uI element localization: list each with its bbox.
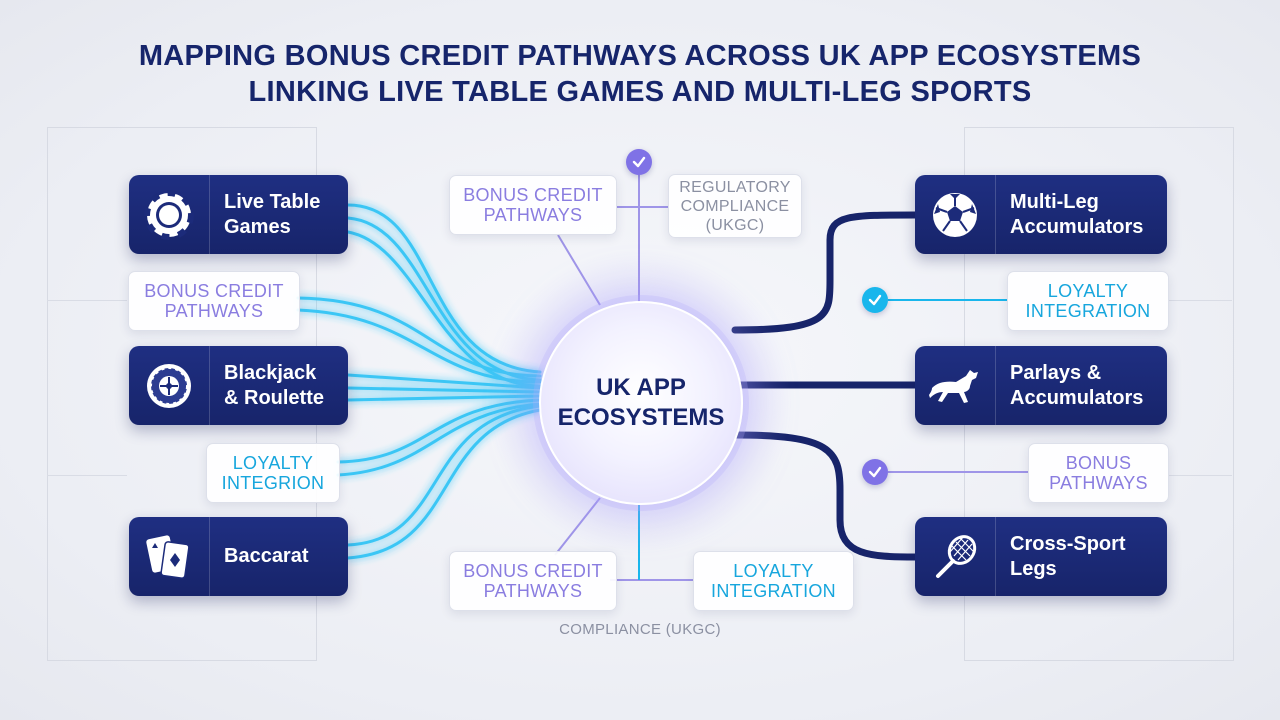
racehorse-icon (915, 346, 996, 425)
tag-bonus-credit-pathways-left: BONUS CREDIT PATHWAYS (128, 271, 300, 331)
footer-compliance: COMPLIANCE (UKGC) (559, 621, 721, 638)
casino-chip-icon (129, 175, 210, 254)
tag-loyalty-integration-bottom: LOYALTY INTEGRATION (693, 551, 854, 611)
check-icon-right-loyalty (862, 287, 888, 313)
tag-loyalty-integration-right: LOYALTY INTEGRATION (1007, 271, 1169, 331)
tag-bonus-pathways-right: BONUS PATHWAYS (1028, 443, 1169, 503)
glow-line-baccarat-1 (346, 404, 542, 547)
tennis-racket-icon (915, 517, 996, 596)
left-frame-divider (47, 475, 127, 476)
tag-bonus-credit-pathways-bottom: BONUS CREDIT PATHWAYS (449, 551, 617, 611)
navy-line-cross-sport (731, 431, 919, 561)
navy-line-multi-leg (731, 211, 919, 334)
title-line-1: MAPPING BONUS CREDIT PATHWAYS ACROSS UK … (138, 40, 1142, 72)
glow-line-bonus-tag-2 (296, 308, 542, 384)
node-label: Parlays & Accumulators (1010, 361, 1144, 409)
node-cross-sport-legs: Cross-Sport Legs (915, 517, 1167, 596)
hub-uk-app-ecosystems: UK APP ECOSYSTEMS (539, 301, 743, 505)
roulette-wheel-icon (129, 346, 210, 425)
title-line-2: LINKING LIVE TABLE GAMES AND MULTI-LEG S… (248, 76, 1032, 108)
tag-bonus-credit-pathways-top: BONUS CREDIT PATHWAYS (449, 175, 617, 235)
node-parlays-accumulators: Parlays & Accumulators (915, 346, 1167, 425)
glow-line-blackjack-2 (346, 386, 542, 394)
glow-line-bonus-tag (296, 296, 542, 378)
node-blackjack-roulette: Blackjack & Roulette (129, 346, 348, 425)
left-frame-divider (47, 300, 127, 301)
glow-line-blackjack-1 (346, 373, 542, 390)
node-label: Cross-Sport Legs (1010, 532, 1126, 580)
right-frame-divider (1168, 475, 1232, 476)
node-label: Live Table Games (224, 190, 321, 238)
node-baccarat: Baccarat (129, 517, 348, 596)
glow-line-live-table-1 (346, 203, 542, 374)
glow-line-baccarat-2 (346, 408, 542, 560)
glow-line-loyalty-tag (336, 398, 542, 464)
diagram-title: MAPPING BONUS CREDIT PATHWAYS ACROSS UK … (0, 38, 1280, 110)
glow-line-blackjack-3 (346, 394, 542, 402)
node-live-table-games: Live Table Games (129, 175, 348, 254)
line-top-bonus (557, 234, 601, 306)
node-multi-leg-accumulators: Multi-Leg Accumulators (915, 175, 1167, 254)
tag-loyalty-integrion-left: LOYALTY INTEGRION (206, 443, 340, 503)
tag-regulatory-compliance: REGULATORY COMPLIANCE (UKGC) (668, 174, 802, 238)
node-label: Blackjack & Roulette (224, 361, 324, 409)
playing-cards-icon (129, 517, 210, 596)
check-icon-right-bonus (862, 459, 888, 485)
right-frame-divider (1168, 300, 1232, 301)
hub-label: UK APP ECOSYSTEMS (557, 374, 725, 431)
line-bottom-bonus (554, 497, 601, 556)
check-icon-top (626, 149, 652, 175)
soccer-ball-icon (915, 175, 996, 254)
glow-line-loyalty-tag-2 (336, 402, 542, 477)
node-label: Baccarat (224, 545, 309, 567)
node-label: Multi-Leg Accumulators (1010, 190, 1144, 238)
